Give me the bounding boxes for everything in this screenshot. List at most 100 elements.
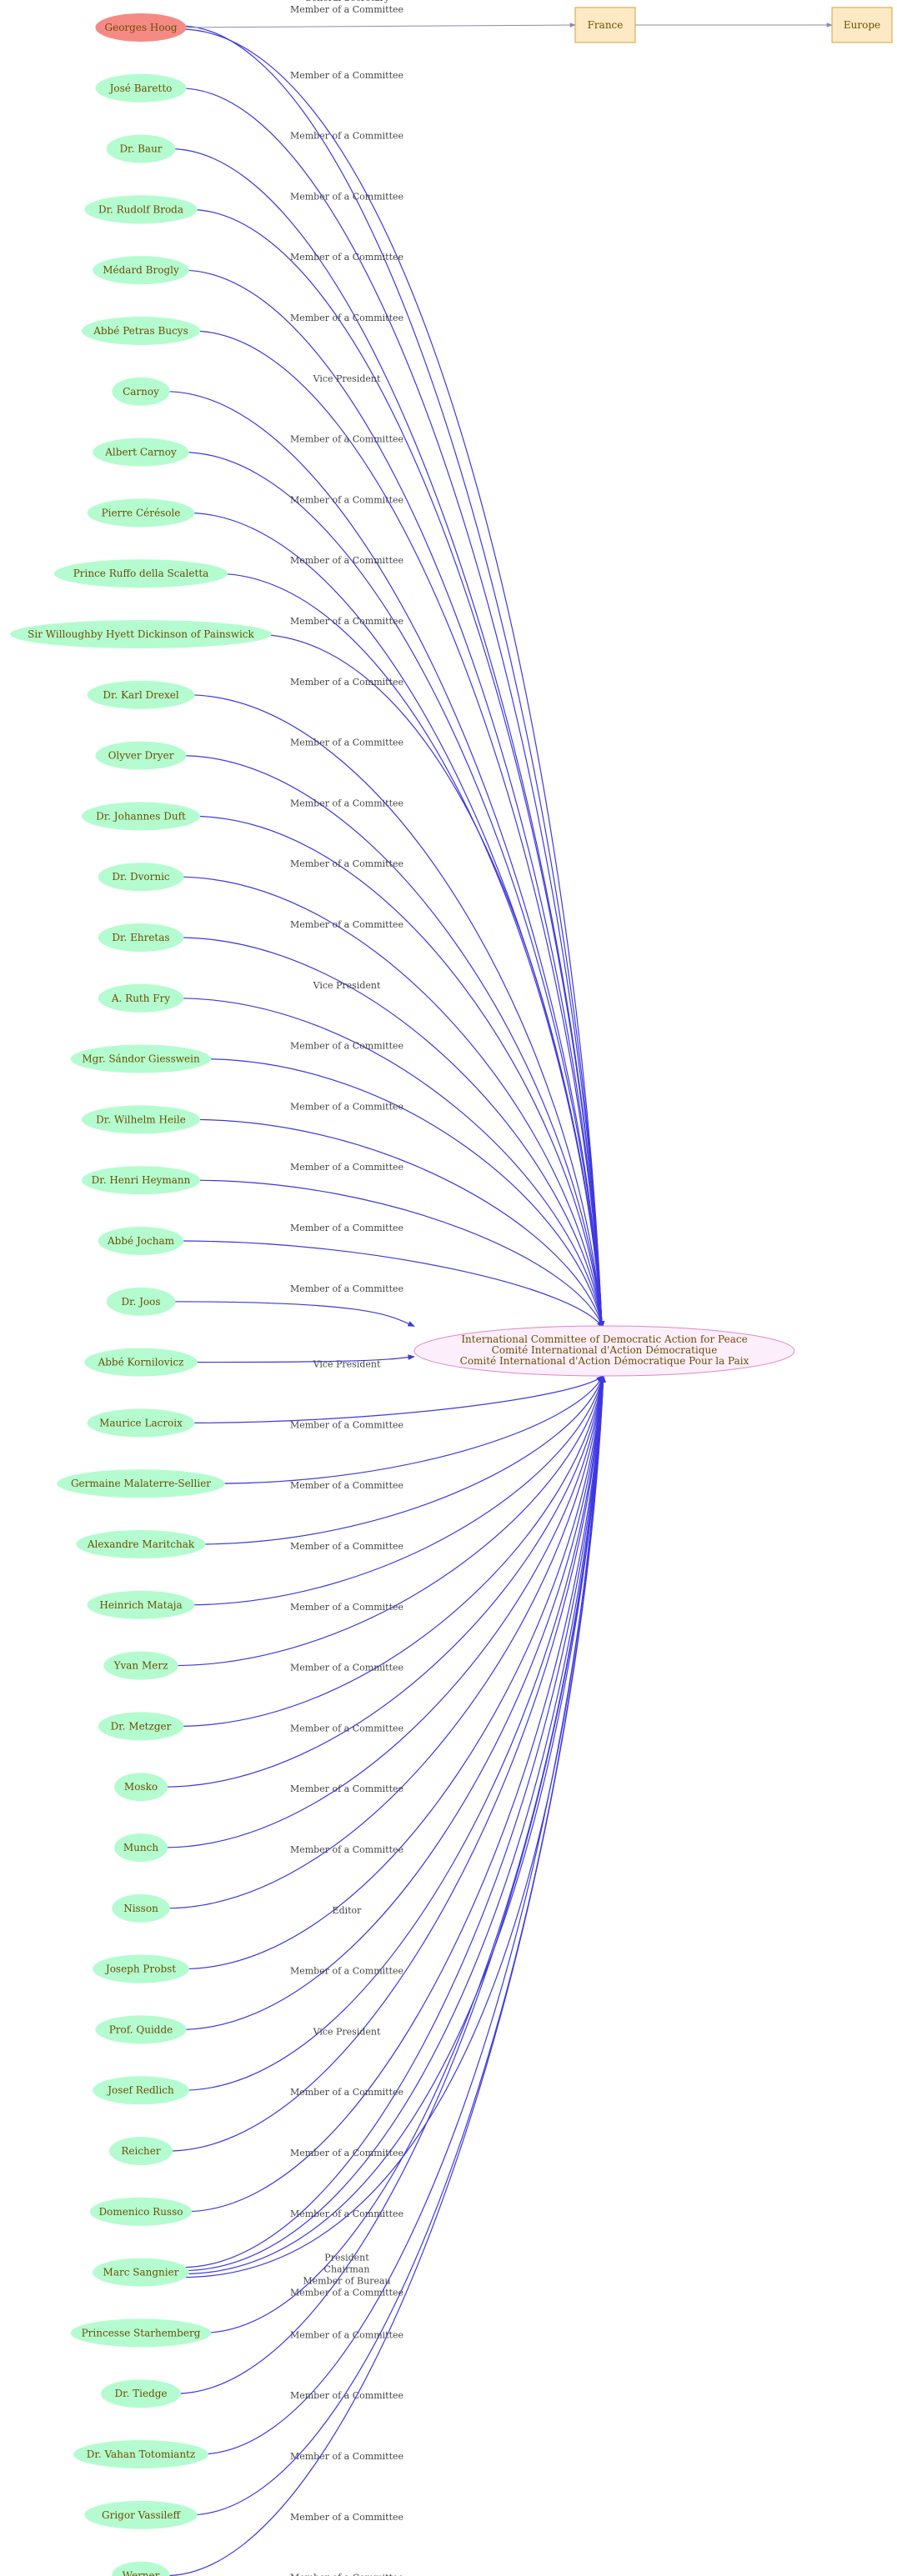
location-name: France (588, 19, 624, 31)
edge-brogly-0 (182, 269, 605, 1328)
edge-merz-0 (173, 1375, 605, 1667)
person-node-georges[interactable]: Georges Hoog (95, 13, 187, 42)
person-node-lacroix[interactable]: Maurice Lacroix (87, 1408, 195, 1438)
person-name: Mgr. Sándor Giesswein (82, 1053, 200, 1065)
person-node-totomiantz[interactable]: Dr. Vahan Totomiantz (73, 2440, 208, 2468)
edge-werner-0 (165, 1375, 606, 2576)
location-edge-georges-france (186, 23, 576, 28)
person-name: Princesse Starhemberg (82, 2327, 201, 2338)
person-node-ehretas[interactable]: Dr. Ehretas (98, 923, 184, 952)
person-node-shape (70, 1044, 212, 1073)
person-node-baretto[interactable]: José Baretto (95, 73, 187, 103)
person-node-werner[interactable]: Werner (112, 2561, 170, 2576)
person-name: A. Ruth Fry (111, 993, 170, 1004)
person-node-duft[interactable]: Dr. Johannes Duft (81, 802, 201, 831)
person-node-brogly[interactable]: Médard Brogly (93, 256, 189, 285)
person-node-merz[interactable]: Yvan Merz (103, 1651, 178, 1680)
person-node-vassileff[interactable]: Grigor Vassileff (84, 2500, 198, 2529)
edge-label-merz-0: Member of a Committee (290, 1663, 403, 1673)
edge-label-probst-0: Member of a Committee (290, 1966, 403, 1977)
person-name: Dr. Rudolf Broda (98, 203, 183, 215)
person-node-heile[interactable]: Dr. Wilhelm Heile (81, 1105, 201, 1134)
person-node-metzger[interactable]: Dr. Metzger (98, 1712, 184, 1741)
person-node-shape (87, 1590, 195, 1619)
edge-jocham-0 (178, 1240, 604, 1328)
edge-label-sangnier-1: Chairman (324, 2264, 370, 2275)
person-node-shape (81, 1105, 201, 1134)
person-node-shape (103, 1651, 178, 1680)
person-node-shape (98, 983, 184, 1013)
edge-sangnier-3 (182, 1375, 606, 2278)
edge-label-munch-0: Member of a Committee (290, 1844, 403, 1855)
edge-dvornic-0 (178, 876, 605, 1328)
edge-carnoy-0 (165, 391, 605, 1328)
person-node-shape (93, 1954, 189, 1983)
person-node-redlich[interactable]: Josef Redlich (93, 2076, 189, 2105)
person-node-ceresole[interactable]: Pierre Cérésole (87, 498, 195, 528)
person-node-fry[interactable]: A. Ruth Fry (98, 983, 184, 1013)
edge-label-broda-0: Member of a Committee (290, 191, 403, 202)
person-node-giesswein[interactable]: Mgr. Sándor Giesswein (70, 1044, 212, 1073)
edge-label-werner-0: Member of a Committee (290, 2573, 403, 2576)
person-node-maritchak[interactable]: Alexandre Maritchak (76, 1530, 206, 1558)
person-node-shape (53, 559, 228, 588)
edge-sangnier-1 (182, 1375, 606, 2272)
person-node-shape (114, 1833, 168, 1862)
person-node-malaterre[interactable]: Germaine Malaterre-Sellier (57, 1469, 225, 1498)
person-node-quidde[interactable]: Prof. Quidde (95, 2015, 187, 2044)
person-node-ruffo[interactable]: Prince Ruffo della Scaletta (53, 559, 228, 588)
person-node-mosko[interactable]: Mosko (114, 1773, 168, 1802)
person-node-broda[interactable]: Dr. Rudolf Broda (84, 195, 198, 224)
person-node-dryer[interactable]: Olyver Dryer (95, 741, 187, 770)
person-node-baur[interactable]: Dr. Baur (106, 134, 176, 163)
edge-label-maritchak-0: Member of a Committee (290, 1541, 403, 1552)
person-name: Dr. Karl Drexel (103, 689, 179, 701)
person-node-dvornic[interactable]: Dr. Dvornic (98, 863, 184, 892)
person-node-kornilovicz[interactable]: Abbé Kornilovicz (84, 1348, 198, 1377)
person-node-nisson[interactable]: Nisson (112, 1893, 170, 1923)
person-node-shape (84, 1348, 198, 1377)
person-node-shape (87, 498, 195, 528)
person-node-reicher[interactable]: Reicher (108, 2137, 173, 2165)
person-node-starhemberg[interactable]: Princesse Starhemberg (70, 2318, 212, 2348)
person-node-albert-carnoy[interactable]: Albert Carnoy (93, 438, 189, 467)
edge-maritchak-0 (196, 1375, 604, 1545)
person-node-munch[interactable]: Munch (114, 1833, 168, 1862)
location-name: Europe (844, 19, 880, 31)
person-node-mataja[interactable]: Heinrich Mataja (87, 1590, 195, 1619)
organization-node[interactable]: International Committee of Democratic Ac… (413, 1325, 795, 1377)
person-node-jocham[interactable]: Abbé Jocham (98, 1227, 184, 1255)
person-name: Joseph Probst (104, 1963, 176, 1975)
location-node-france[interactable]: France (574, 7, 636, 43)
edge-label-kornilovicz-0: Vice President (313, 1359, 381, 1370)
edge-heile-0 (192, 1118, 604, 1328)
person-node-shape (89, 2197, 193, 2226)
person-node-shape (73, 2440, 208, 2468)
person-node-dickinson[interactable]: Sir Willoughby Hyett Dickinson of Painsw… (10, 620, 272, 648)
edge-label-dryer-0: Member of a Committee (290, 738, 403, 748)
person-node-heymann[interactable]: Dr. Henri Heymann (81, 1166, 201, 1195)
person-name: Pierre Cérésole (102, 507, 181, 518)
edge-broda-0 (189, 208, 605, 1328)
person-name: Alexandre Maritchak (87, 1538, 195, 1550)
person-node-drexel[interactable]: Dr. Karl Drexel (87, 680, 195, 709)
person-node-joos[interactable]: Dr. Joos (106, 1287, 176, 1316)
person-node-carnoy[interactable]: Carnoy (112, 377, 170, 406)
person-node-shape (81, 802, 201, 831)
edge-kornilovicz-0 (189, 1354, 415, 1363)
edge-probst-0 (182, 1375, 606, 1970)
person-node-shape (10, 620, 272, 648)
person-name: Carnoy (123, 386, 159, 398)
person-node-russo[interactable]: Domenico Russo (89, 2197, 193, 2226)
person-node-shape (108, 2137, 173, 2165)
location-node-europe[interactable]: Europe (831, 7, 893, 43)
person-node-tiedge[interactable]: Dr. Tiedge (101, 2379, 181, 2408)
edge-mataja-0 (187, 1375, 604, 1606)
person-node-bucys[interactable]: Abbé Petras Bucys (81, 317, 201, 345)
person-node-sangnier[interactable]: Marc Sangnier (93, 2258, 189, 2287)
person-node-shape (95, 741, 187, 770)
person-name: José Baretto (108, 83, 173, 94)
edge-duft-0 (192, 815, 605, 1328)
person-name: Dr. Baur (119, 143, 162, 155)
person-node-probst[interactable]: Joseph Probst (93, 1954, 189, 1983)
